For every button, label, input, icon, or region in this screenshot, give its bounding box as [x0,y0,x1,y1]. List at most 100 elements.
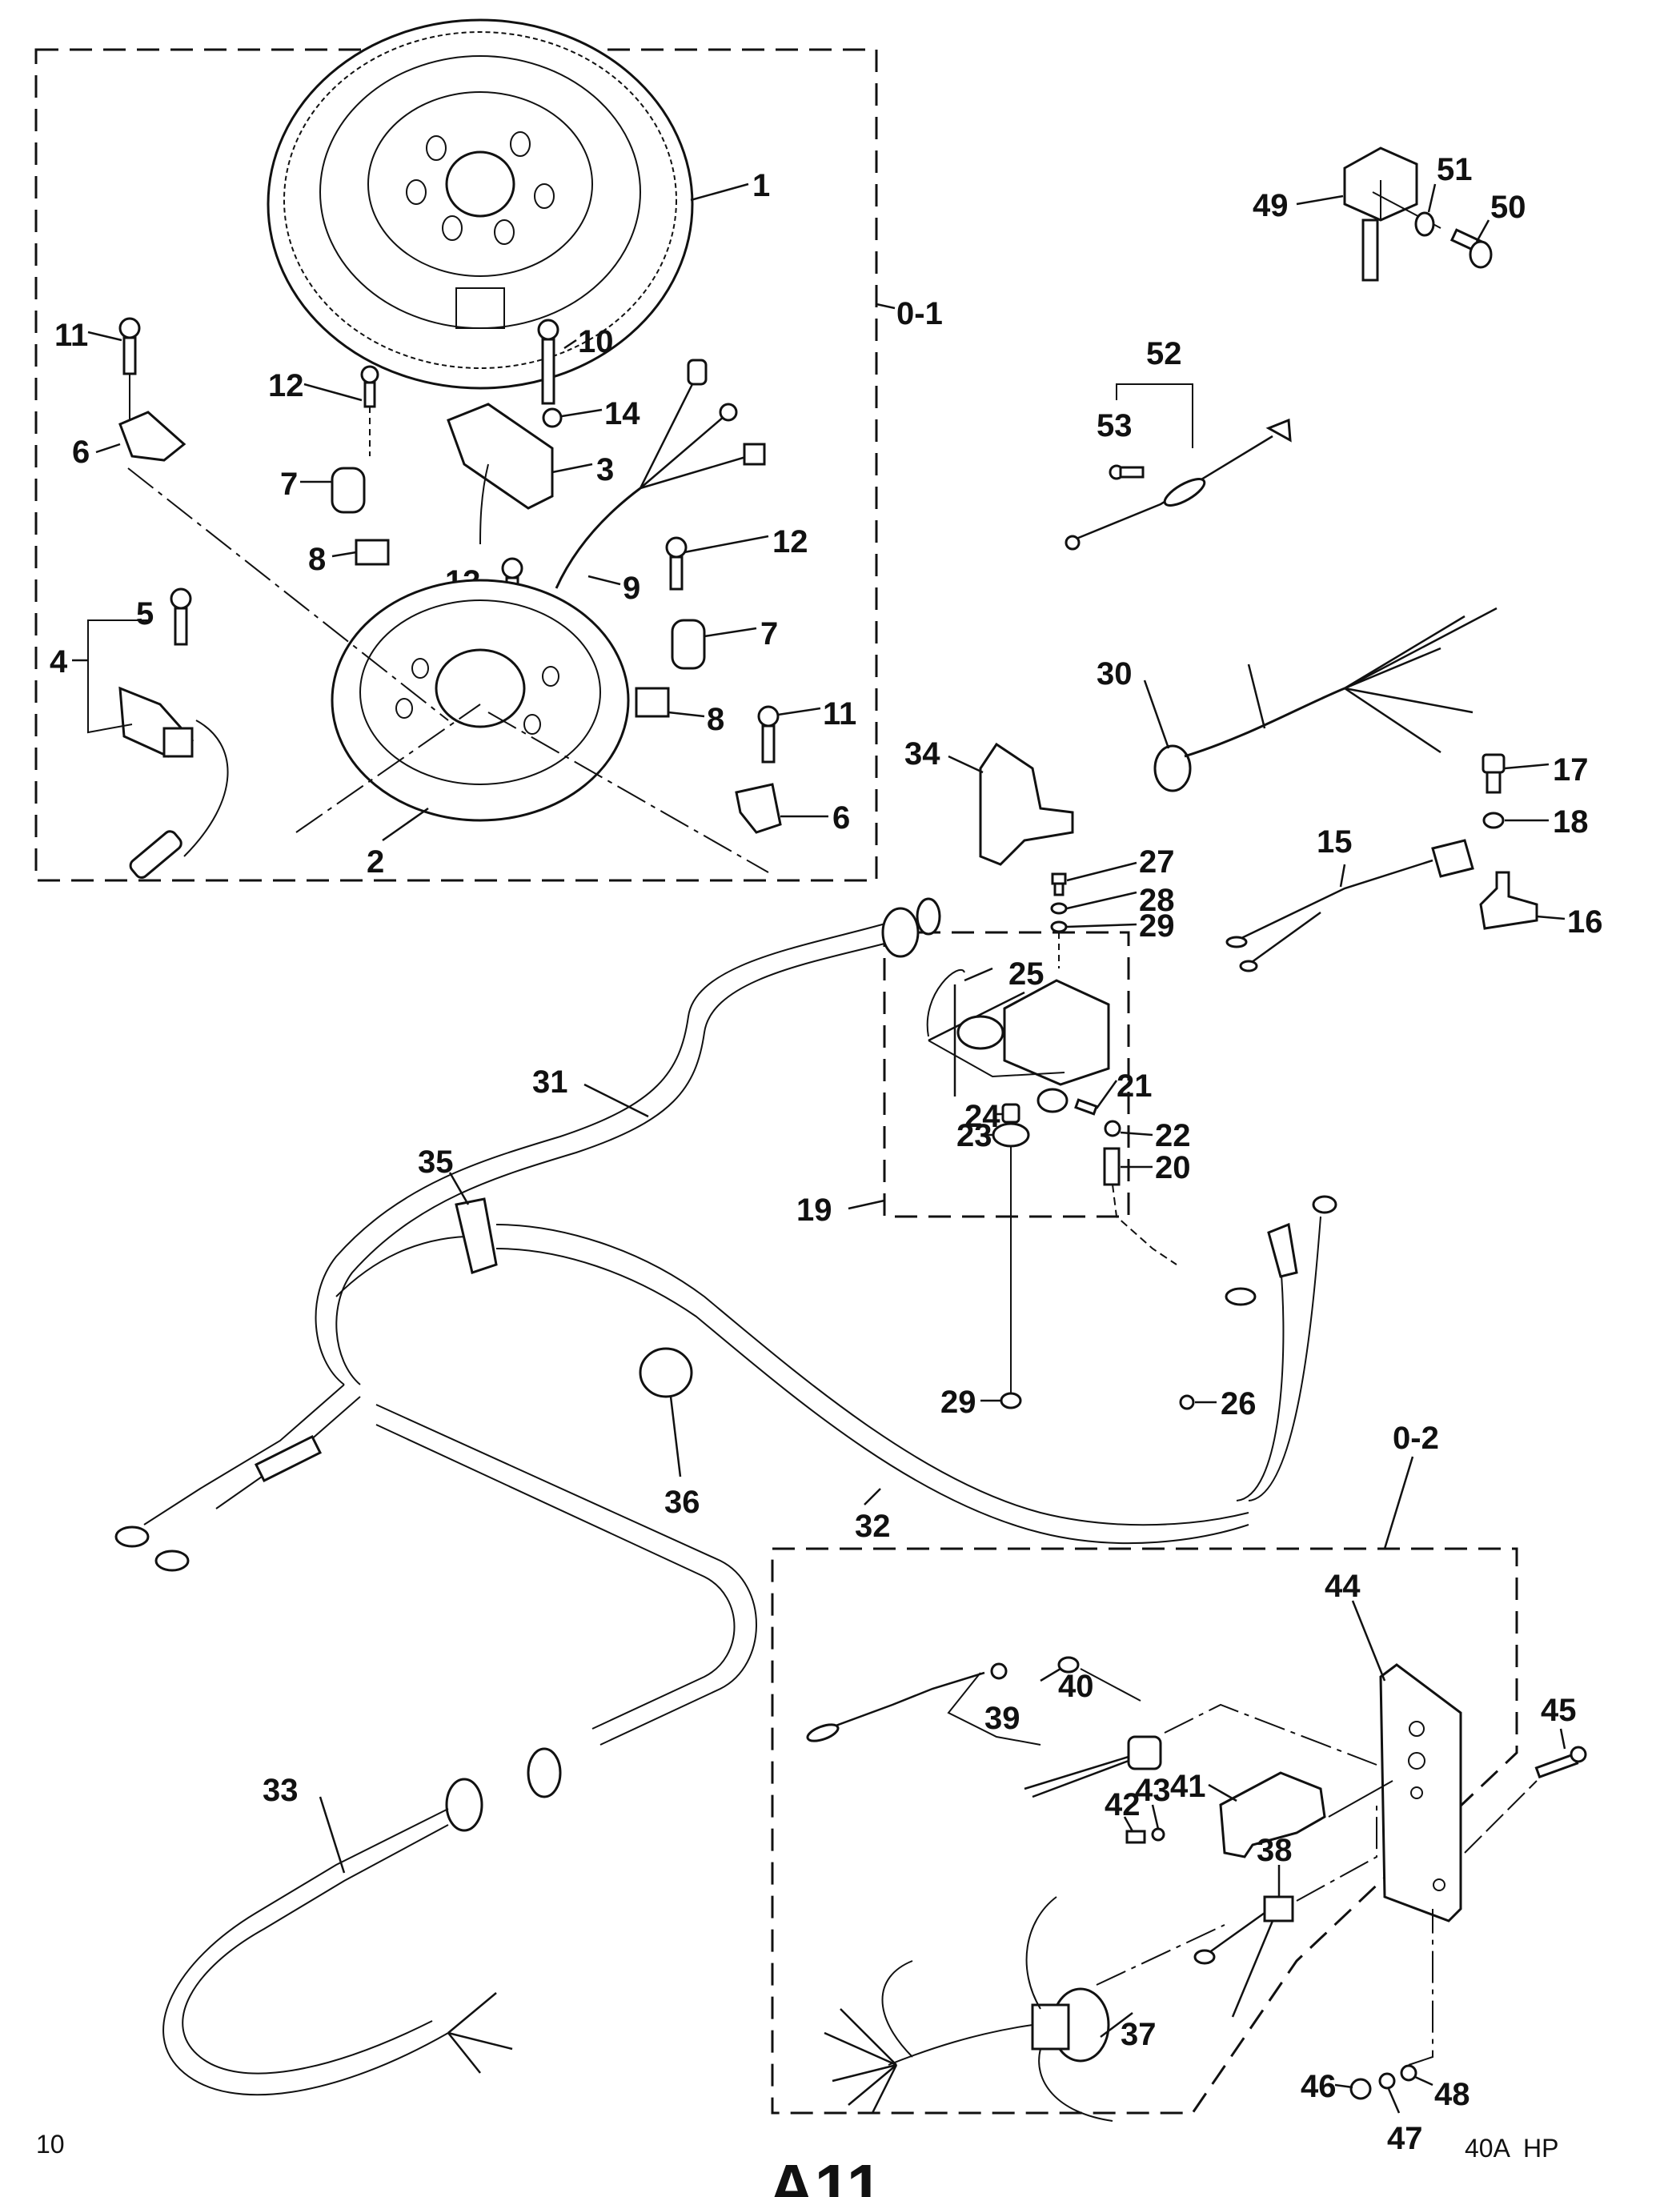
callout-35: 35 [418,1145,454,1180]
callout-6-right: 6 [832,800,850,836]
section-code: A11 [768,2151,882,2197]
callout-29-lower: 29 [940,1385,976,1420]
stator-part [331,579,630,822]
callout-30: 30 [1097,656,1133,692]
extension-harness-33-part [162,1404,757,2096]
callout-43: 43 [1135,1773,1171,1808]
screw-5-part [170,587,192,646]
callout-12-right: 12 [772,524,808,559]
callout-17: 17 [1553,752,1589,788]
callout-1: 1 [752,168,770,203]
solenoid-19-part [926,968,1110,1113]
battery-leads-left-part [114,1384,361,1572]
clamp-6-part [118,411,186,462]
callout-20: 20 [1155,1150,1191,1185]
callout-21: 21 [1117,1068,1153,1104]
callout-36: 36 [664,1485,700,1520]
callout-42: 42 [1105,1787,1141,1822]
callout-3: 3 [596,452,614,487]
callout-28: 28 [1139,883,1175,918]
callout-34: 34 [904,736,940,772]
callout-53: 53 [1097,408,1133,443]
battery-leads-part [1225,1195,1337,1501]
plug-36-part [639,1347,693,1398]
bracket-34-part [979,742,1074,866]
bracket-16-part [1479,871,1538,930]
callout-11: 11 [54,318,88,353]
callout-11-right: 11 [823,696,856,732]
wiring-harness-30-part [1153,607,1498,792]
callout-38: 38 [1257,1833,1293,1868]
clip-8-part [355,539,390,566]
callout-49: 49 [1253,188,1289,223]
callout-23: 23 [956,1118,992,1153]
callout-12: 12 [268,368,304,403]
callout-19: 19 [796,1193,832,1228]
clamp-35-part [455,1197,498,1274]
screw-42-part [1125,1830,1146,1844]
callout-47: 47 [1387,2121,1423,2156]
callout-40: 40 [1058,1669,1094,1704]
bolt-17-part [1482,753,1506,794]
coil-assembly-4-part [118,686,229,879]
leader-0-1 [876,303,896,310]
callout-33: 33 [263,1773,299,1808]
callout-9: 9 [623,571,640,606]
choke-switch-38-part [1193,1895,1294,2018]
bushing-24-part [1001,1103,1020,1124]
screw-27-part [1051,872,1067,896]
callout-31: 31 [532,1064,568,1100]
washer-26-part [1179,1394,1195,1410]
ignition-switch-37-part [824,1896,1113,2122]
screw-21-part [1074,1098,1098,1116]
terminal-22-part [1104,1120,1121,1137]
group-box-0-2 [771,1547,1518,2115]
washer-43-part [1151,1827,1165,1842]
callout-39: 39 [984,1701,1020,1736]
callout-5: 5 [136,596,154,631]
callout-46: 46 [1301,2069,1337,2104]
callout-25: 25 [1008,956,1044,992]
screw-11-part [118,317,141,375]
screw-50-part [1449,228,1493,269]
washer-29-part [1050,920,1068,933]
clip-7b-part [671,619,706,670]
callout-22: 22 [1155,1118,1191,1153]
bracket-41-part [1219,1771,1326,1858]
washer-47-part [1378,2072,1396,2090]
callout-8: 8 [308,542,326,577]
terminal-block-49-part [1343,146,1418,282]
flywheel-part [267,18,694,390]
callout-6: 6 [72,435,90,470]
callout-2: 2 [367,844,384,880]
group-label-0-1: 0-1 [896,296,943,331]
screw-10-part [537,319,559,405]
callout-51: 51 [1437,152,1473,187]
callout-8-right: 8 [707,702,724,737]
callout-29: 29 [1139,908,1175,944]
wire-lead-9-part [555,359,766,589]
washer-51-part [1414,211,1435,237]
washer-18-part [1482,812,1505,829]
washer-48-part [1400,2064,1417,2082]
callout-37: 37 [1121,2017,1157,2052]
callout-7-right: 7 [760,616,778,651]
model-label: 40A HP [1465,2134,1558,2163]
callout-32: 32 [855,1509,891,1544]
fuse-lead-52-part [1065,418,1292,551]
callout-44: 44 [1325,1569,1361,1604]
page-number: 10 [36,2130,65,2159]
callout-41: 41 [1170,1769,1206,1804]
screw-12b-part [665,536,688,591]
callout-14: 14 [604,396,640,431]
screw-53-part [1109,464,1145,480]
screw-45-part [1534,1746,1587,1779]
callout-50: 50 [1490,190,1526,225]
callout-15: 15 [1317,824,1353,860]
grommet-23-part [992,1122,1030,1148]
callout-10: 10 [578,324,614,359]
callout-27: 27 [1139,844,1175,880]
callout-26: 26 [1221,1386,1257,1421]
clip-7-part [331,467,366,514]
